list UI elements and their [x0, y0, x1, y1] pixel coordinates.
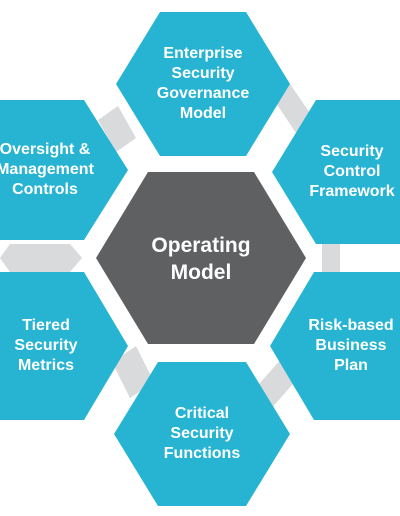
connector-upper-right-lower-right: [322, 242, 340, 274]
hexagon-lower-left: [0, 272, 128, 420]
hexagon-lower-right: [270, 272, 400, 420]
hexagon-center: [96, 172, 306, 344]
hexagon-upper-left-label: Oversight & Management Controls: [0, 141, 94, 198]
hexagon-lower-right-label: Risk-based Business Plan: [308, 317, 394, 374]
hexagon-bottom: [114, 362, 290, 506]
center-label: Operating Model: [151, 234, 251, 284]
connector-bottom-lower-left: [112, 346, 154, 398]
hexagon-upper-left: [0, 100, 128, 240]
connector-upper-left-top: [98, 106, 136, 152]
hexagon-top-label: Enterprise Security Governance Model: [156, 45, 250, 122]
hexagon-lower-left-label: Tiered Security Metrics: [14, 317, 78, 374]
connector-lower-left-upper-left: [0, 244, 82, 272]
hexagon-upper-right-label: Security Control Framework: [309, 143, 395, 200]
hexagon-upper-right: [272, 100, 400, 244]
hexagon-bottom-label: Critical Security Functions: [163, 405, 241, 462]
hexagon-top: [116, 12, 290, 156]
